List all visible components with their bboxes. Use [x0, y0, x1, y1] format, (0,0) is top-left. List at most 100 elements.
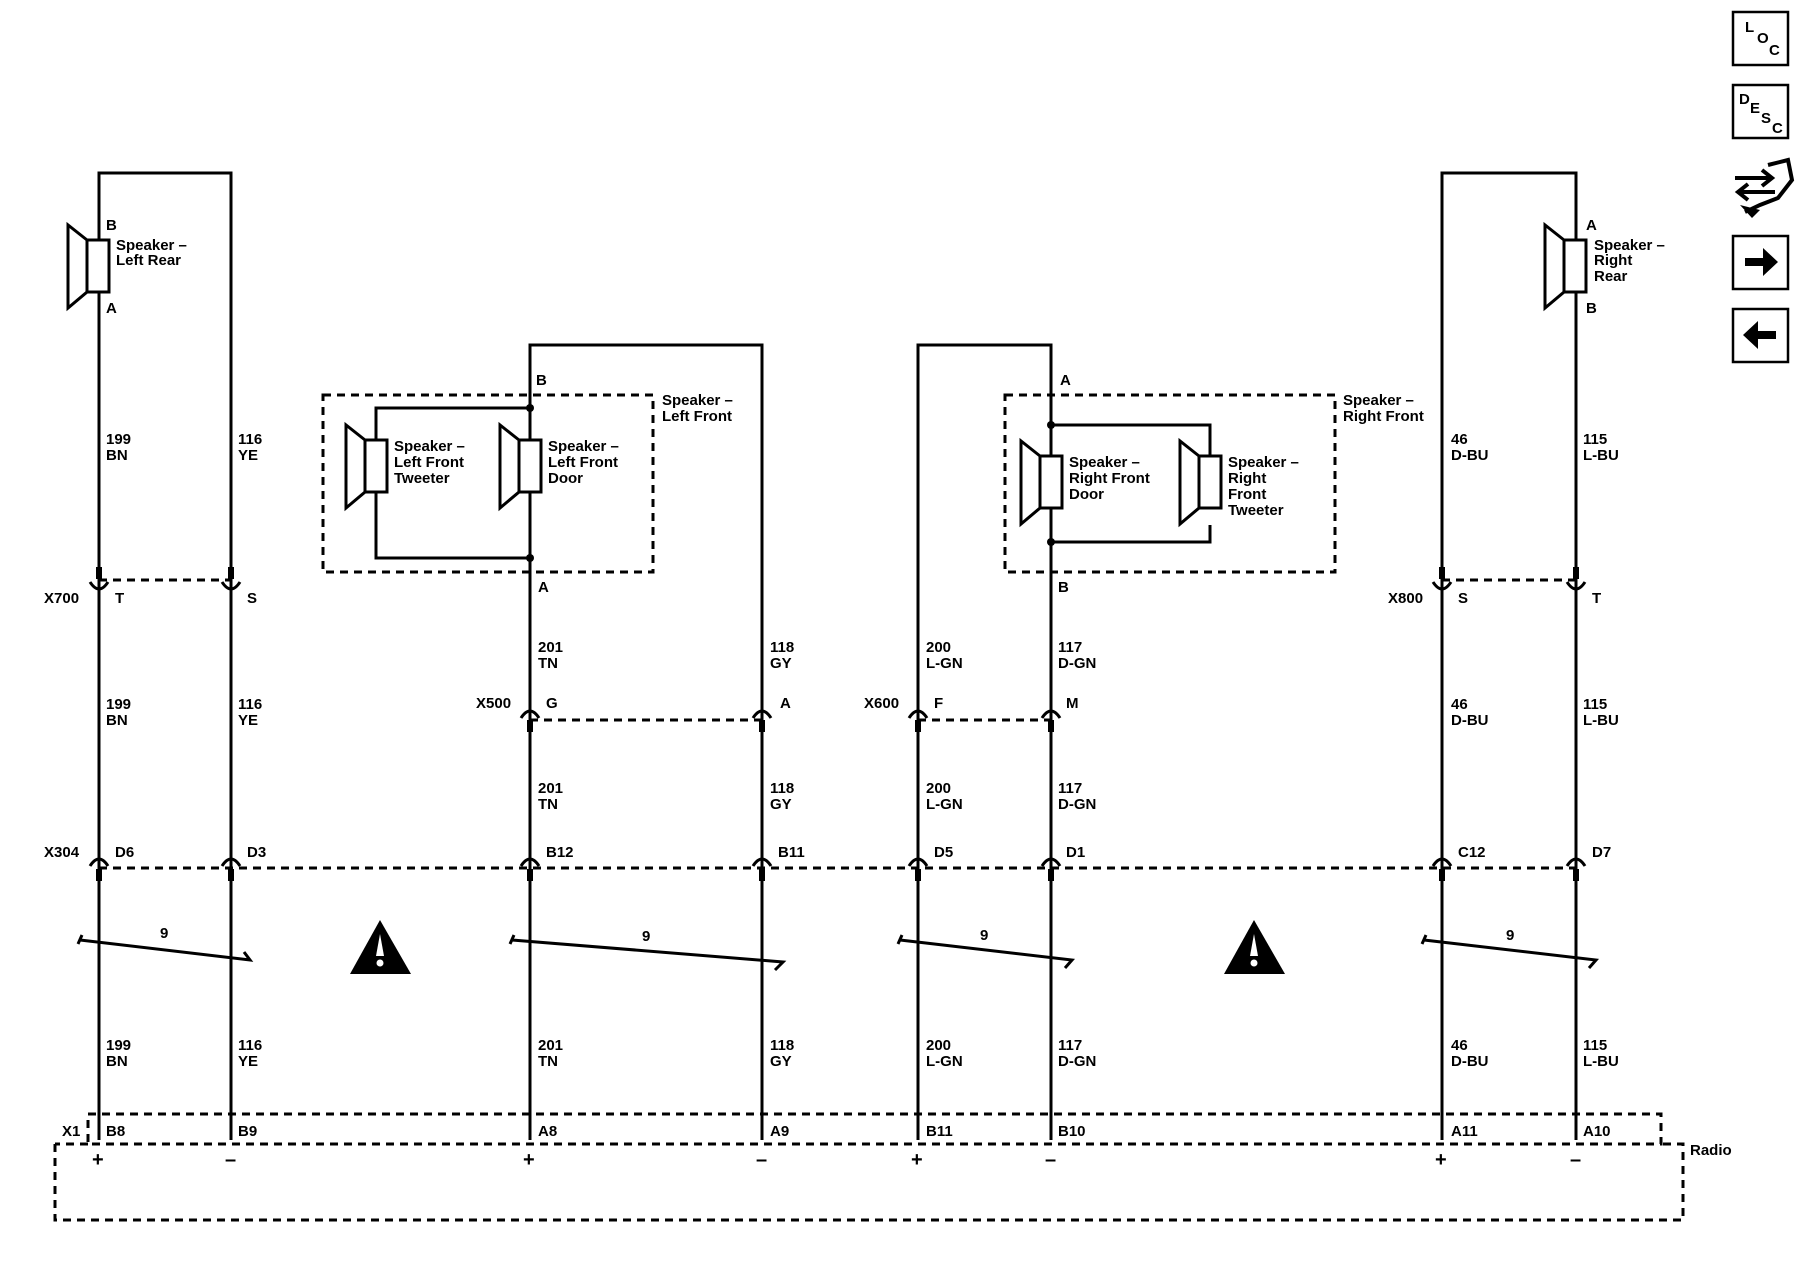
svg-text:116: 116 — [238, 431, 262, 448]
svg-text:9: 9 — [642, 928, 650, 945]
svg-text:X304: X304 — [44, 844, 80, 861]
svg-text:Door: Door — [548, 470, 583, 487]
svg-text:L-BU: L-BU — [1583, 712, 1619, 729]
svg-text:200: 200 — [926, 780, 951, 797]
svg-text:S: S — [1458, 590, 1468, 607]
svg-text:199: 199 — [106, 431, 131, 448]
svg-text:D6: D6 — [115, 844, 134, 861]
svg-text:Left Front: Left Front — [394, 454, 464, 471]
connector-x500: X500 G A — [476, 695, 791, 732]
twisted-pair-marks: 9 9 9 9 — [76, 925, 1600, 972]
svg-text:118: 118 — [770, 1037, 794, 1054]
svg-text:YE: YE — [238, 447, 258, 464]
svg-text:46: 46 — [1451, 1037, 1468, 1054]
svg-text:A: A — [538, 579, 549, 596]
svg-text:C: C — [1772, 120, 1783, 137]
svg-text:A9: A9 — [770, 1123, 789, 1140]
svg-text:D-GN: D-GN — [1058, 655, 1096, 672]
previous-page-button[interactable] — [1731, 307, 1790, 364]
svg-text:46: 46 — [1451, 431, 1468, 448]
svg-text:Tweeter: Tweeter — [1228, 502, 1284, 519]
svg-text:X600: X600 — [864, 695, 899, 712]
svg-text:T: T — [1592, 590, 1601, 607]
svg-text:L-GN: L-GN — [926, 1053, 963, 1070]
svg-text:200: 200 — [926, 639, 951, 656]
svg-text:A10: A10 — [1583, 1123, 1611, 1140]
svg-text:D7: D7 — [1592, 844, 1611, 861]
svg-text:B9: B9 — [238, 1123, 257, 1140]
svg-text:115: 115 — [1583, 1037, 1607, 1054]
connector-x600: X600 F M — [864, 695, 1079, 732]
svg-text:–: – — [756, 1149, 767, 1171]
svg-text:116: 116 — [238, 696, 262, 713]
svg-text:D3: D3 — [247, 844, 266, 861]
speaker-right-front-door: Speaker – Right Front Door — [1019, 437, 1150, 528]
arrow-left-icon — [1743, 321, 1776, 349]
svg-text:G: G — [546, 695, 558, 712]
svg-text:YE: YE — [238, 1053, 258, 1070]
svg-text:B: B — [536, 372, 547, 389]
next-page-button[interactable] — [1731, 234, 1790, 291]
svg-text:Right: Right — [1594, 252, 1632, 269]
svg-text:D5: D5 — [934, 844, 953, 861]
svg-text:–: – — [1570, 1149, 1581, 1171]
svg-text:C: C — [1769, 42, 1780, 59]
svg-text:Tweeter: Tweeter — [394, 470, 450, 487]
connector-tool-icon[interactable] — [1734, 157, 1795, 218]
svg-text:D-BU: D-BU — [1451, 447, 1489, 464]
wire-lines — [97, 300, 1578, 1140]
arrow-right-icon — [1745, 248, 1778, 276]
svg-text:L-GN: L-GN — [926, 796, 963, 813]
svg-text:TN: TN — [538, 655, 558, 672]
speaker-right-rear: A Speaker – Right Rear B — [1440, 171, 1665, 580]
svg-text:TN: TN — [538, 1053, 558, 1070]
svg-text:X500: X500 — [476, 695, 511, 712]
svg-text:Speaker –: Speaker – — [1594, 237, 1665, 254]
svg-text:M: M — [1066, 695, 1079, 712]
svg-text:Front: Front — [1228, 486, 1266, 503]
svg-text:201: 201 — [538, 639, 563, 656]
svg-text:9: 9 — [980, 927, 988, 944]
svg-text:117: 117 — [1058, 780, 1082, 797]
svg-text:B11: B11 — [778, 844, 805, 861]
svg-text:117: 117 — [1058, 639, 1082, 656]
svg-text:L-GN: L-GN — [926, 655, 963, 672]
svg-text:B: B — [106, 217, 117, 234]
speaker-left-front-door: Speaker – Left Front Door — [498, 421, 619, 512]
svg-text:Speaker –: Speaker – — [116, 237, 187, 254]
svg-text:200: 200 — [926, 1037, 951, 1054]
svg-text:+: + — [1435, 1149, 1447, 1171]
connector-x304: X304 D6 D3 B12 B11 D5 D1 C12 D7 — [44, 844, 1611, 881]
svg-text:X800: X800 — [1388, 590, 1423, 607]
svg-text:+: + — [911, 1149, 923, 1171]
loc-button[interactable]: L O C — [1731, 10, 1790, 67]
svg-text:Speaker –: Speaker – — [1228, 454, 1299, 471]
svg-text:9: 9 — [1506, 927, 1514, 944]
speaker-left-rear: B Speaker – Left Rear A — [66, 171, 233, 580]
svg-text:S: S — [1761, 110, 1771, 127]
svg-text:B: B — [1586, 300, 1597, 317]
caution-icon — [1224, 920, 1285, 974]
svg-text:Right Front: Right Front — [1343, 408, 1424, 425]
svg-text:D-GN: D-GN — [1058, 796, 1096, 813]
svg-text:S: S — [247, 590, 257, 607]
speaker-left-front-tweeter: Speaker – Left Front Tweeter — [344, 421, 465, 512]
svg-text:B12: B12 — [546, 844, 574, 861]
svg-text:D-GN: D-GN — [1058, 1053, 1096, 1070]
caution-icon — [350, 920, 411, 974]
svg-text:BN: BN — [106, 1053, 128, 1070]
svg-text:Left Front: Left Front — [662, 408, 732, 425]
desc-button[interactable]: D E S C — [1731, 83, 1790, 140]
svg-text:–: – — [1045, 1149, 1056, 1171]
svg-text:+: + — [92, 1149, 104, 1171]
svg-text:201: 201 — [538, 1037, 563, 1054]
svg-text:O: O — [1757, 30, 1769, 47]
svg-text:A: A — [780, 695, 791, 712]
svg-text:+: + — [523, 1149, 535, 1171]
connector-x700: X700 T S — [44, 567, 257, 607]
svg-text:A: A — [106, 300, 117, 317]
svg-text:Radio: Radio — [1690, 1142, 1732, 1159]
svg-text:46: 46 — [1451, 696, 1468, 713]
